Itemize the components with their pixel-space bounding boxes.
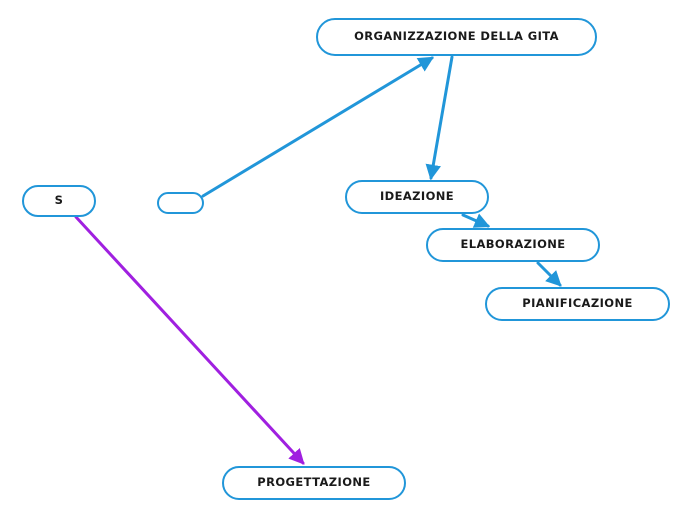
edge-vuoto-organizzazione — [201, 56, 435, 198]
node-label: IDEAZIONE — [379, 189, 455, 204]
edge-elaborazione-pianificazione — [536, 261, 562, 287]
node-label: ORGANIZZAZIONE DELLA GITA — [354, 29, 559, 44]
edge-esse-progettazione — [74, 215, 305, 465]
node-label: ELABORAZIONE — [460, 237, 566, 252]
node-label: PROGETTAZIONE — [257, 475, 371, 490]
node-elaborazione[interactable]: ELABORAZIONE — [426, 228, 600, 262]
node-label: S — [54, 193, 64, 208]
node-pianificazione[interactable]: PIANIFICAZIONE — [485, 287, 670, 321]
node-ideazione[interactable]: IDEAZIONE — [345, 180, 489, 214]
node-s[interactable]: S — [22, 185, 96, 217]
edge-ideazione-elaborazione — [461, 213, 491, 228]
edge-organizzazione-ideazione — [425, 55, 454, 181]
node-label: PIANIFICAZIONE — [522, 296, 633, 311]
node-empty[interactable] — [157, 192, 204, 214]
node-progettazione[interactable]: PROGETTAZIONE — [222, 466, 406, 500]
node-organizzazione-della-gita[interactable]: ORGANIZZAZIONE DELLA GITA — [316, 18, 597, 56]
